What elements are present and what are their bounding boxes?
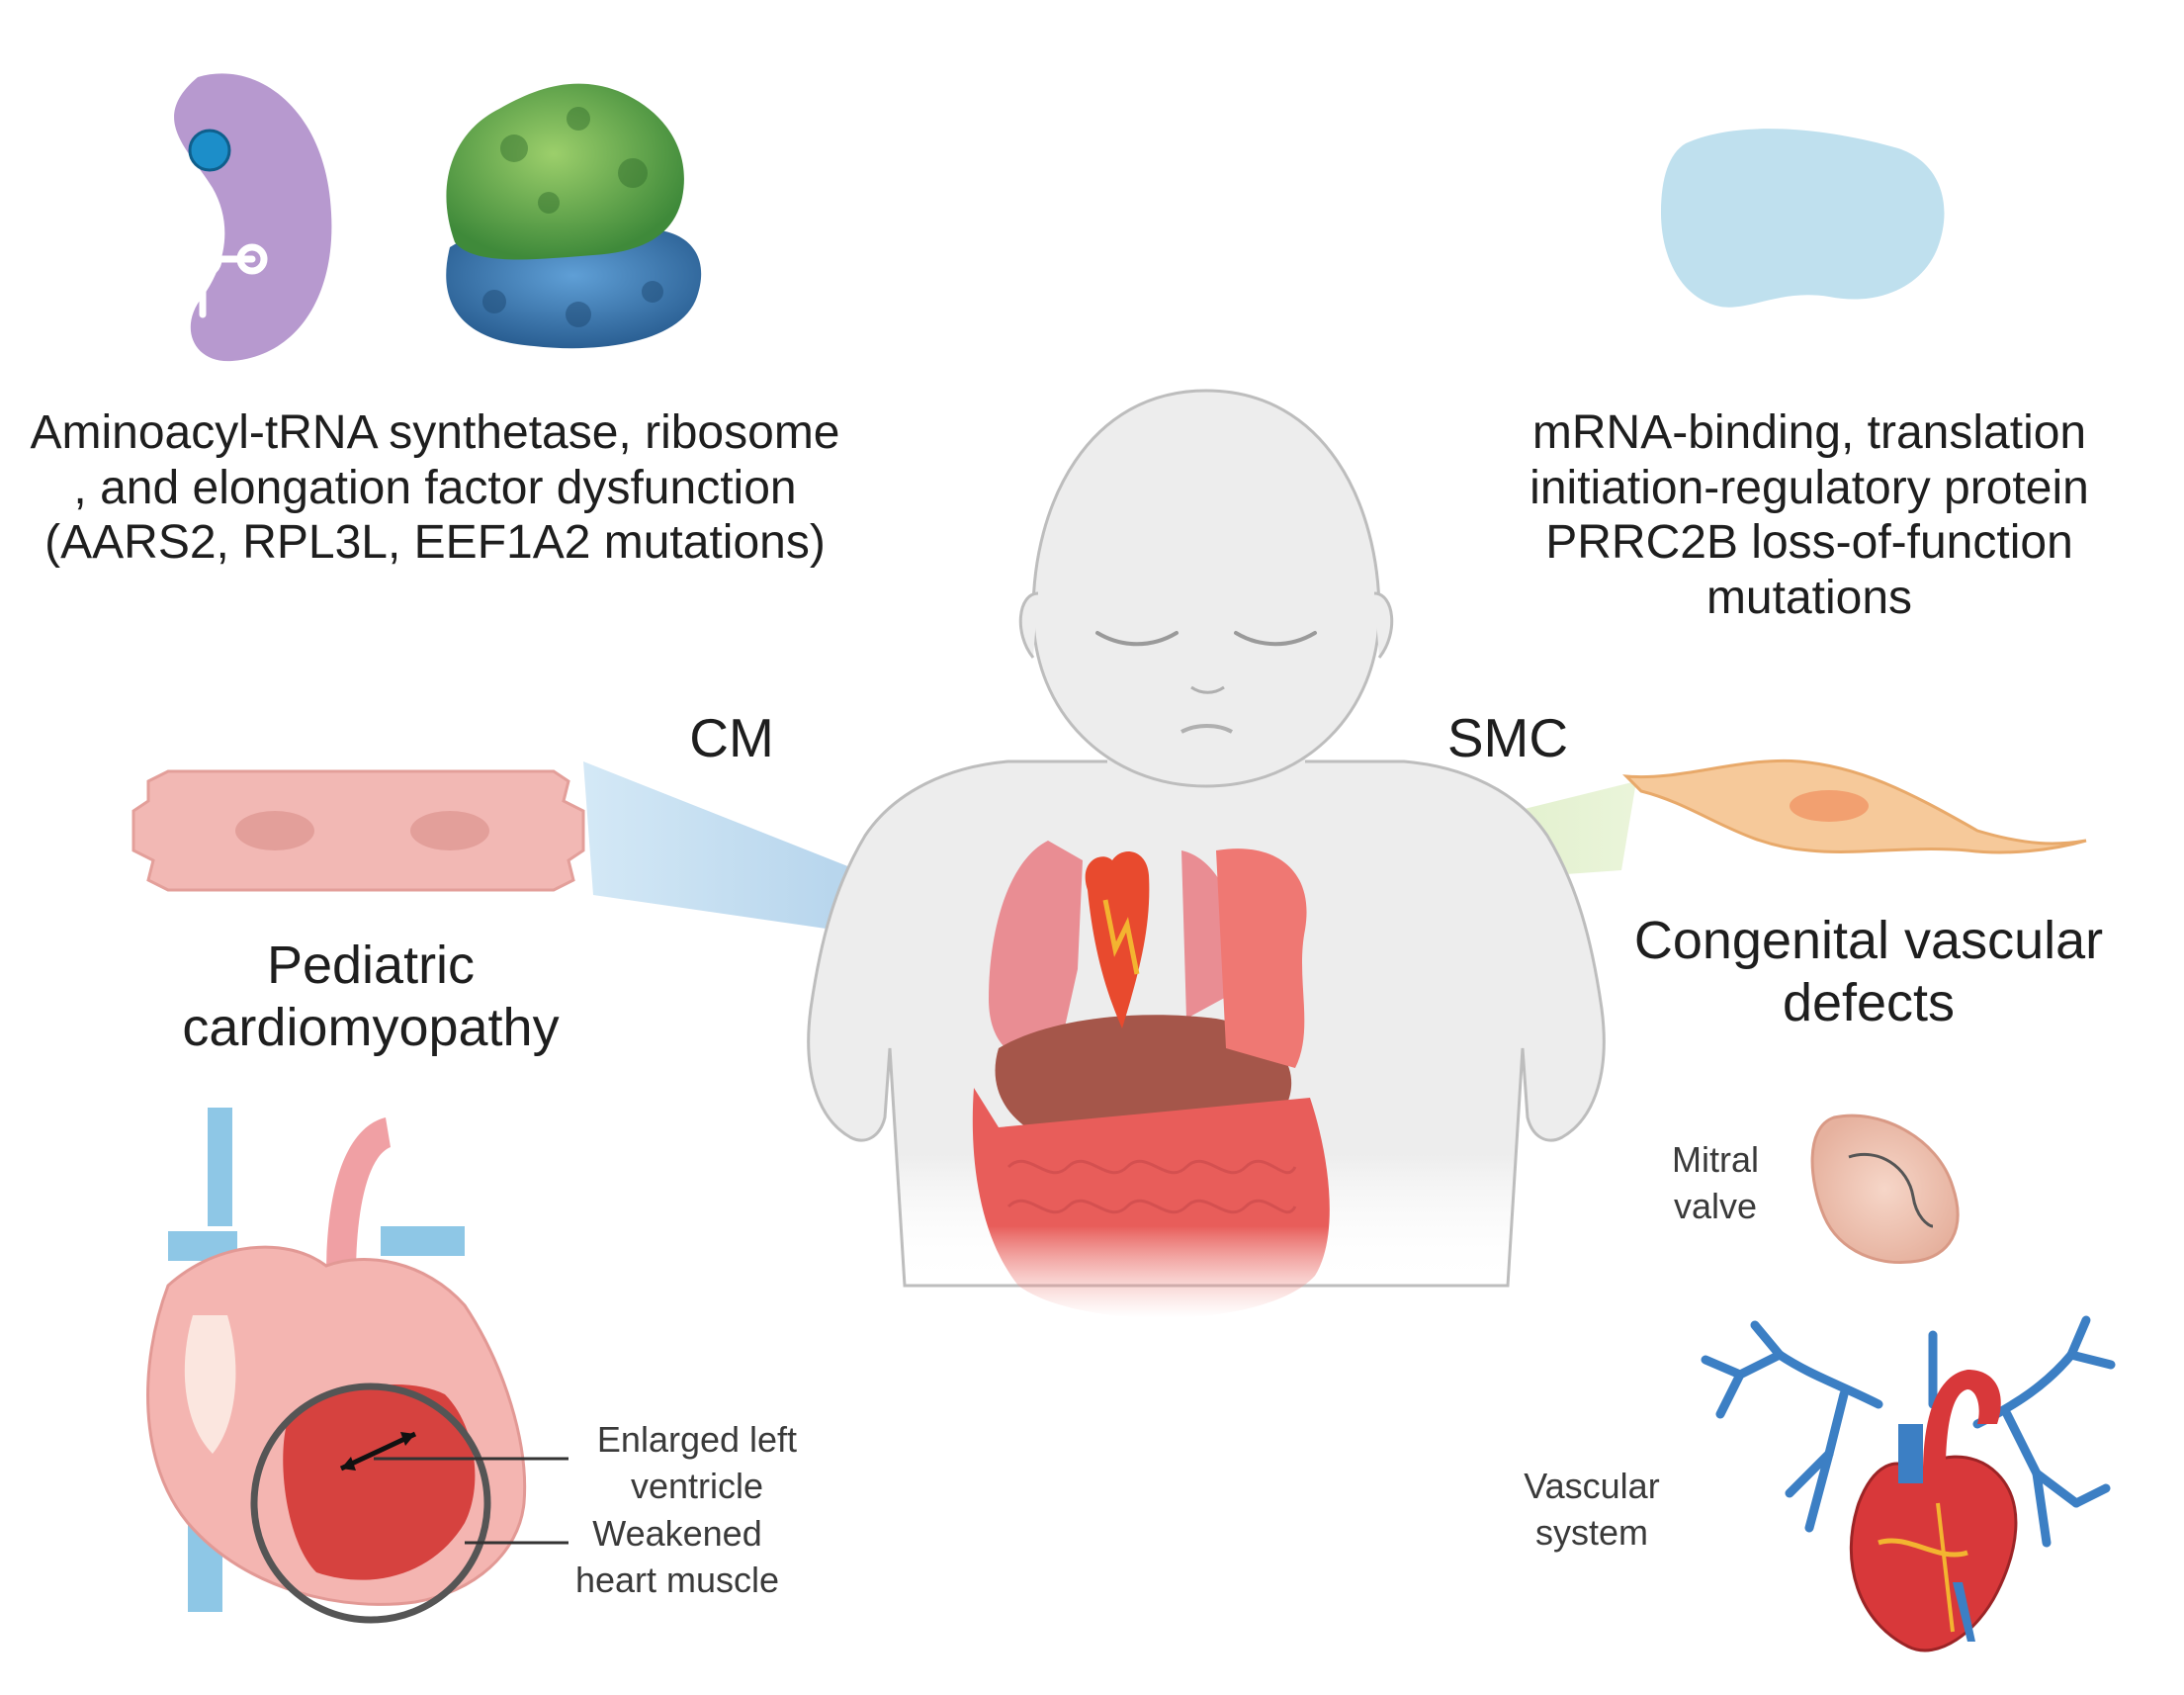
top-right-caption: mRNA-binding, translation initiation-reg… (1529, 406, 2089, 625)
vascular-heart-icon (1701, 1315, 2116, 1652)
left-condition-label: Pediatric cardiomyopathy (182, 936, 560, 1057)
right-condition-label: Congenital vascular defects (1633, 911, 2104, 1032)
smooth-muscle-cell-icon (1622, 758, 2087, 854)
heart-cross-section-icon (146, 1108, 568, 1624)
infant-body-icon (807, 389, 1606, 1318)
cardiomyocyte-icon (131, 769, 585, 892)
mitral-valve-label: Mitral valve (1672, 1139, 1759, 1226)
top-left-caption: Aminoacyl-tRNA synthetase, ribosome , an… (30, 406, 840, 570)
smc-label: SMC (1446, 707, 1569, 768)
mitral-valve-icon (1810, 1114, 1960, 1265)
trna-synthetase-icon (137, 73, 332, 362)
rna-binding-protein-icon (1661, 129, 1945, 308)
cm-label: CM (689, 707, 774, 768)
ribosome-icon (446, 83, 702, 349)
weakened-heart-muscle-label: Weakened heart muscle (574, 1513, 780, 1600)
vascular-system-label: Vascular system (1524, 1466, 1660, 1553)
enlarged-left-ventricle-label: Enlarged left ventricle (596, 1419, 798, 1506)
